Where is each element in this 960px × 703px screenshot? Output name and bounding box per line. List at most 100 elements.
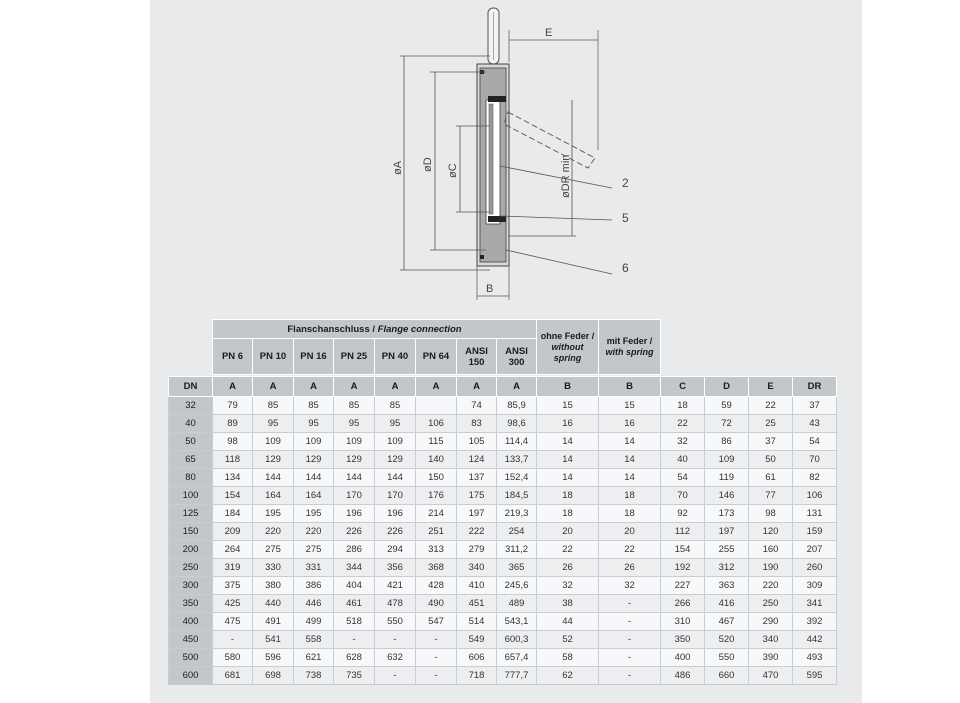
value-cell: 657,4 (496, 648, 537, 667)
dn-cell: 125 (168, 504, 213, 523)
value-cell: 25 (748, 414, 793, 433)
value-cell: 470 (748, 666, 793, 685)
value-cell: 341 (792, 594, 837, 613)
dn-cell: 450 (168, 630, 213, 649)
value-cell: 738 (293, 666, 334, 685)
value-cell: 340 (456, 558, 497, 577)
value-cell: 79 (212, 396, 253, 415)
value-cell: 220 (252, 522, 294, 541)
column-header: DN (168, 376, 213, 397)
value-cell: 26 (598, 558, 661, 577)
value-cell: 499 (293, 612, 334, 631)
value-cell: 600,3 (496, 630, 537, 649)
value-cell: 18 (536, 504, 599, 523)
value-cell: 14 (598, 468, 661, 487)
value-cell: 154 (660, 540, 705, 559)
value-cell: 541 (252, 630, 294, 649)
value-cell: 319 (212, 558, 253, 577)
value-cell: 195 (293, 504, 334, 523)
value-cell: 85 (333, 396, 375, 415)
value-cell: 18 (660, 396, 705, 415)
value-cell: 20 (536, 522, 599, 541)
column-header: B (536, 376, 599, 397)
value-cell: 159 (792, 522, 837, 541)
value-cell: 543,1 (496, 612, 537, 631)
value-cell: 109 (374, 432, 416, 451)
value-cell: 368 (415, 558, 457, 577)
value-cell: 106 (415, 414, 457, 433)
value-cell: 386 (293, 576, 334, 595)
value-cell: 190 (748, 558, 793, 577)
value-cell: 52 (536, 630, 599, 649)
header-pn16: PN 16 (293, 338, 334, 375)
value-cell: 467 (704, 612, 749, 631)
value-cell: 14 (536, 432, 599, 451)
value-cell: 22 (536, 540, 599, 559)
value-cell: 404 (333, 576, 375, 595)
value-cell: 184,5 (496, 486, 537, 505)
value-cell: 311,2 (496, 540, 537, 559)
value-cell: 54 (660, 468, 705, 487)
dn-cell: 40 (168, 414, 213, 433)
value-cell: 440 (252, 594, 294, 613)
value-cell: 137 (456, 468, 497, 487)
value-cell: 98 (748, 504, 793, 523)
value-cell: 118 (212, 450, 253, 469)
value-cell: 310 (660, 612, 705, 631)
value-cell: 312 (704, 558, 749, 577)
column-header: A (415, 376, 457, 397)
value-cell: 264 (212, 540, 253, 559)
value-cell: 85,9 (496, 396, 537, 415)
value-cell: 550 (704, 648, 749, 667)
value-cell: 550 (374, 612, 416, 631)
value-cell: 120 (748, 522, 793, 541)
value-cell: 109 (704, 450, 749, 469)
value-cell: 518 (333, 612, 375, 631)
column-header: A (333, 376, 375, 397)
header-pn25: PN 25 (333, 338, 375, 375)
part-2-label: 2 (622, 176, 629, 190)
value-cell: 192 (660, 558, 705, 577)
value-cell: 22 (598, 540, 661, 559)
value-cell: - (415, 666, 457, 685)
value-cell: 279 (456, 540, 497, 559)
value-cell: 37 (748, 432, 793, 451)
value-cell: 380 (252, 576, 294, 595)
column-header: A (456, 376, 497, 397)
value-cell: 144 (333, 468, 375, 487)
value-cell: 595 (792, 666, 837, 685)
value-cell: 85 (252, 396, 294, 415)
value-cell: 22 (660, 414, 705, 433)
value-cell: 340 (748, 630, 793, 649)
value-cell: 446 (293, 594, 334, 613)
column-header: DR (792, 376, 837, 397)
value-cell: 119 (704, 468, 749, 487)
value-cell: 196 (333, 504, 375, 523)
column-header: A (374, 376, 416, 397)
value-cell: 226 (374, 522, 416, 541)
value-cell: 109 (252, 432, 294, 451)
dim-a-label: øA (392, 160, 404, 175)
header-pn10: PN 10 (252, 338, 294, 375)
column-header: D (704, 376, 749, 397)
value-cell: 14 (536, 468, 599, 487)
value-cell: 77 (748, 486, 793, 505)
value-cell: 59 (704, 396, 749, 415)
value-cell: 18 (598, 504, 661, 523)
value-cell: 89 (212, 414, 253, 433)
part-5-label: 5 (622, 211, 629, 225)
dim-c-label: øC (447, 163, 459, 178)
value-cell: 95 (333, 414, 375, 433)
value-cell: 160 (748, 540, 793, 559)
value-cell: 220 (293, 522, 334, 541)
dn-cell: 400 (168, 612, 213, 631)
value-cell: 72 (704, 414, 749, 433)
value-cell: 219,3 (496, 504, 537, 523)
value-cell: 54 (792, 432, 837, 451)
value-cell: 660 (704, 666, 749, 685)
value-cell: 365 (496, 558, 537, 577)
value-cell: 416 (704, 594, 749, 613)
value-cell: 195 (252, 504, 294, 523)
dn-cell: 500 (168, 648, 213, 667)
